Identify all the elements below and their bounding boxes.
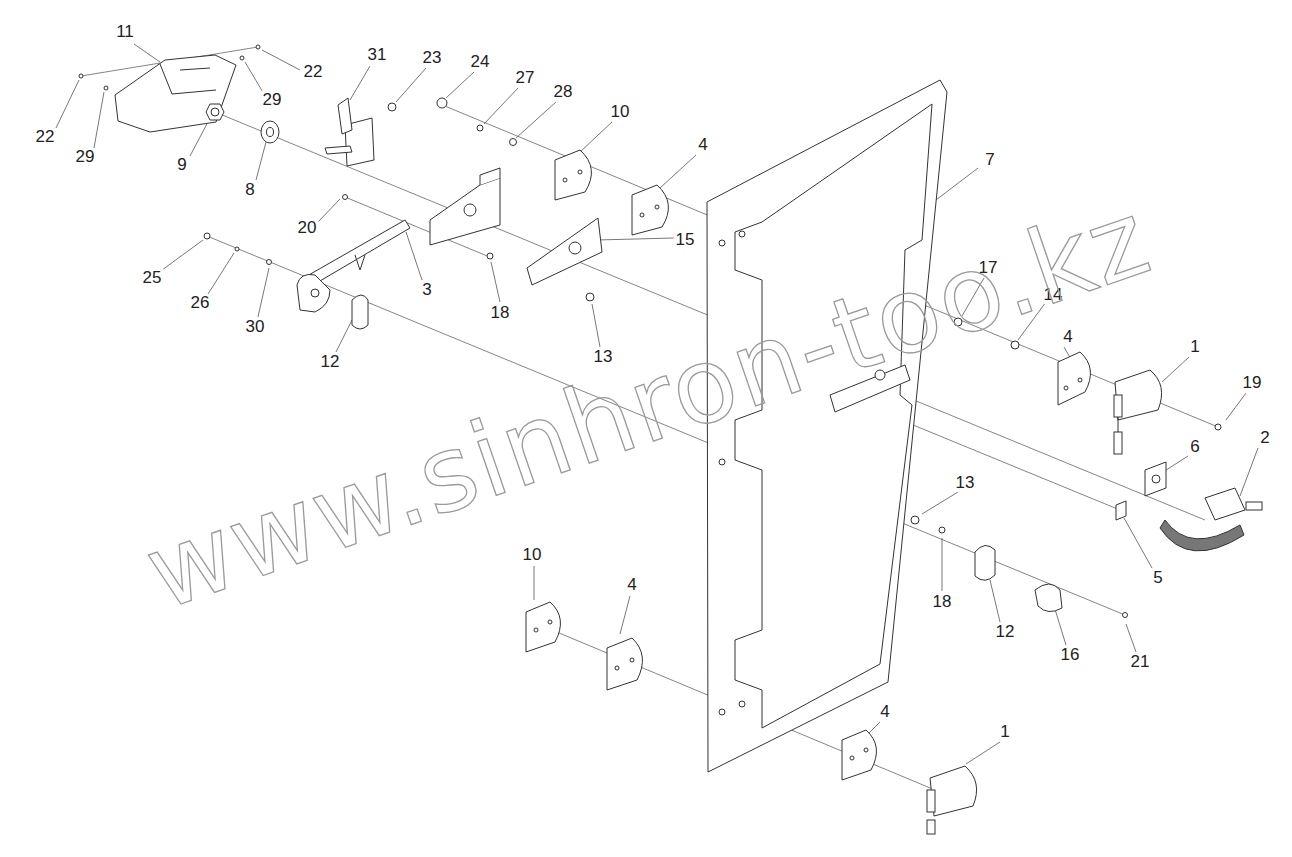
callout-number: 21 <box>1129 653 1152 671</box>
callout-number: 29 <box>74 148 97 166</box>
part-10 <box>555 150 591 200</box>
part-11 <box>115 55 236 132</box>
callout-number: 4 <box>1061 328 1074 346</box>
callout-number: 11 <box>114 23 136 41</box>
watermark: www.sinhron-too.kz <box>131 176 1165 634</box>
callout-number: 1 <box>998 723 1011 741</box>
callout-number: 28 <box>552 83 575 101</box>
callout-number: 19 <box>1241 374 1264 392</box>
part-2 <box>1160 520 1244 551</box>
callout-number: 8 <box>243 181 256 199</box>
part-4 <box>632 185 668 235</box>
callout-number: 7 <box>983 151 996 169</box>
callout-number: 1 <box>1188 338 1201 356</box>
axis-lines <box>81 47 1218 790</box>
callout-number: 22 <box>302 63 325 81</box>
callout-number: 22 <box>34 128 57 146</box>
callout-number: 4 <box>696 136 709 154</box>
callout-number: 4 <box>625 576 638 594</box>
leader-lines <box>56 44 1258 764</box>
callout-number: 24 <box>469 53 492 71</box>
callout-number: 23 <box>421 49 444 67</box>
callout-number: 4 <box>878 703 891 721</box>
callout-number: 27 <box>514 69 537 87</box>
callout-number: 3 <box>420 281 433 299</box>
callout-number: 10 <box>521 546 544 564</box>
callout-number: 29 <box>261 91 284 109</box>
callout-number: 6 <box>1188 438 1201 456</box>
callout-number: 2 <box>1258 429 1271 447</box>
callout-number: 12 <box>994 623 1017 641</box>
callout-number: 5 <box>1151 569 1164 587</box>
callout-number: 9 <box>175 156 188 174</box>
callout-number: 10 <box>609 103 632 121</box>
callout-number: 18 <box>931 593 954 611</box>
callout-number: 12 <box>319 353 342 371</box>
callout-number: 31 <box>366 46 389 64</box>
callout-number: 20 <box>296 219 319 237</box>
part-3 <box>430 178 500 245</box>
part-12 <box>352 295 368 329</box>
part-1 <box>1115 370 1162 420</box>
callout-number: 13 <box>954 474 977 492</box>
parts <box>79 45 1262 834</box>
callout-number: 25 <box>141 269 164 287</box>
callout-number: 18 <box>489 304 512 322</box>
part-15 <box>527 218 602 285</box>
callout-number: 26 <box>189 294 212 312</box>
callout-number: 16 <box>1059 646 1082 664</box>
callout-number: 30 <box>244 318 267 336</box>
callout-number: 15 <box>674 231 697 249</box>
